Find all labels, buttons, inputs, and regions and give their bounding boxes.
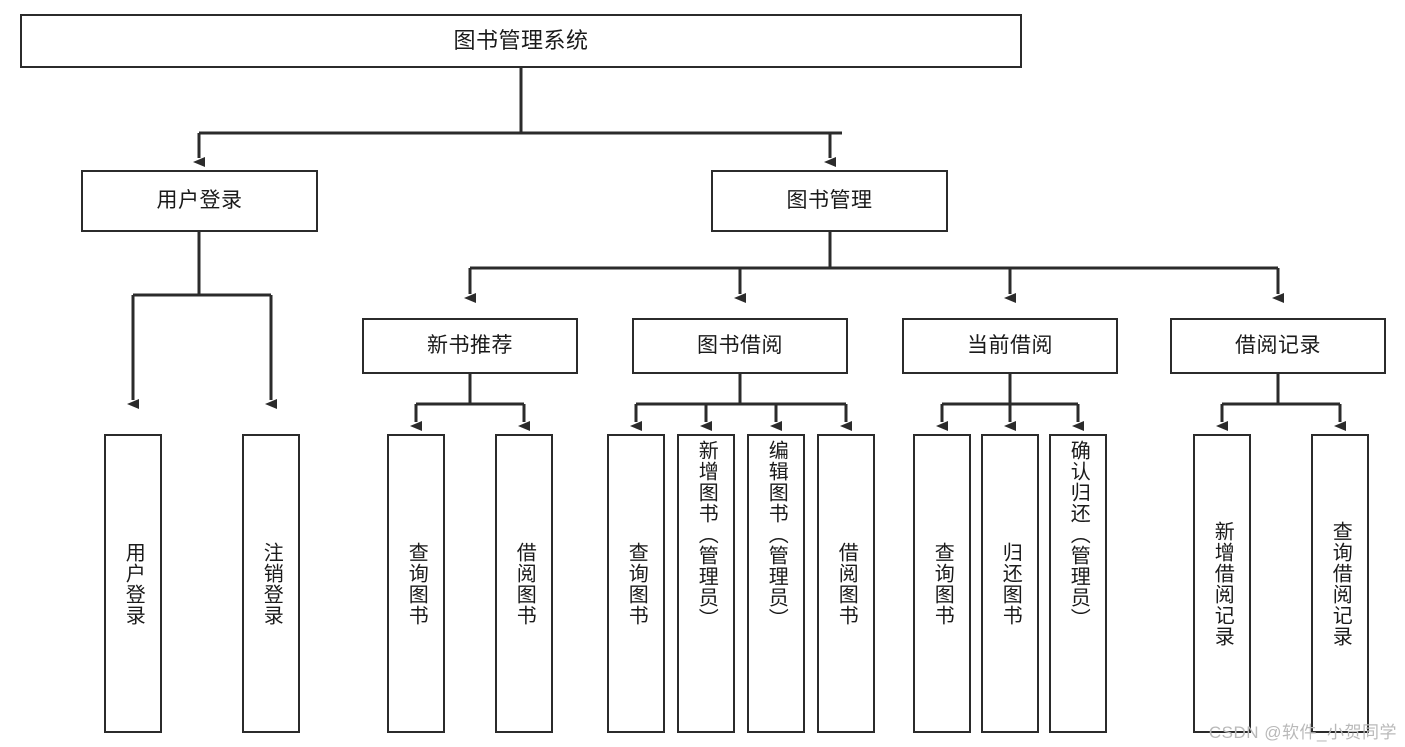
edges-root-to-level2 bbox=[193, 68, 842, 167]
edges-book-borrow-to-leaves bbox=[630, 374, 852, 431]
node-label: 新增图书（管理员） bbox=[695, 440, 718, 629]
node-label: 新书推荐 bbox=[427, 333, 513, 357]
node-book-management[interactable]: 图书管理 bbox=[711, 170, 948, 232]
node-leaf-logout-login[interactable]: 注销登录 bbox=[242, 434, 300, 733]
node-label: 查询借阅记录 bbox=[1329, 520, 1352, 647]
node-leaf-confirm-return[interactable]: 确认归还（管理员） bbox=[1049, 434, 1107, 733]
node-leaf-add-record[interactable]: 新增借阅记录 bbox=[1193, 434, 1251, 733]
node-leaf-add-book[interactable]: 新增图书（管理员） bbox=[677, 434, 735, 733]
node-label: 图书管理系统 bbox=[453, 28, 589, 54]
node-borrow-record[interactable]: 借阅记录 bbox=[1170, 318, 1386, 374]
node-label: 借阅图书 bbox=[513, 541, 536, 626]
node-leaf-return-book[interactable]: 归还图书 bbox=[981, 434, 1039, 733]
node-label: 查询图书 bbox=[405, 541, 428, 626]
node-leaf-query-record[interactable]: 查询借阅记录 bbox=[1311, 434, 1369, 733]
node-label: 图书管理 bbox=[786, 188, 873, 212]
node-label: 注销登录 bbox=[260, 541, 283, 626]
node-leaf-user-login[interactable]: 用户登录 bbox=[104, 434, 162, 733]
node-leaf-query-book-3[interactable]: 查询图书 bbox=[913, 434, 971, 733]
node-label: 用户登录 bbox=[122, 541, 145, 626]
node-label: 查询图书 bbox=[931, 541, 954, 626]
node-label: 确认归还（管理员） bbox=[1067, 440, 1090, 629]
csdn-watermark: CSDN @软件_小贺同学 bbox=[1208, 723, 1397, 742]
node-leaf-edit-book[interactable]: 编辑图书（管理员） bbox=[747, 434, 805, 733]
node-leaf-borrow-book-1[interactable]: 借阅图书 bbox=[495, 434, 553, 733]
node-label: 借阅图书 bbox=[835, 541, 858, 626]
node-label: 当前借阅 bbox=[967, 333, 1053, 357]
edges-current-borrow-to-leaves bbox=[936, 374, 1084, 431]
edges-user-login-to-leaves bbox=[127, 232, 277, 409]
node-label: 编辑图书（管理员） bbox=[765, 440, 788, 629]
node-label: 归还图书 bbox=[999, 541, 1022, 626]
node-label: 用户登录 bbox=[156, 188, 243, 212]
node-label: 查询图书 bbox=[625, 541, 648, 626]
node-leaf-query-book-1[interactable]: 查询图书 bbox=[387, 434, 445, 733]
node-root-system[interactable]: 图书管理系统 bbox=[20, 14, 1022, 68]
node-leaf-borrow-book-2[interactable]: 借阅图书 bbox=[817, 434, 875, 733]
node-label: 借阅记录 bbox=[1235, 333, 1321, 357]
node-leaf-query-book-2[interactable]: 查询图书 bbox=[607, 434, 665, 733]
node-book-borrow[interactable]: 图书借阅 bbox=[632, 318, 848, 374]
edges-new-book-recommend-to-leaves bbox=[410, 374, 530, 431]
node-user-login[interactable]: 用户登录 bbox=[81, 170, 318, 232]
edges-book-mgmt-to-level3 bbox=[464, 232, 1284, 303]
node-new-book-recommend[interactable]: 新书推荐 bbox=[362, 318, 578, 374]
node-current-borrow[interactable]: 当前借阅 bbox=[902, 318, 1118, 374]
node-label: 新增借阅记录 bbox=[1211, 520, 1234, 647]
edges-borrow-record-to-leaves bbox=[1216, 374, 1346, 431]
node-label: 图书借阅 bbox=[697, 333, 783, 357]
